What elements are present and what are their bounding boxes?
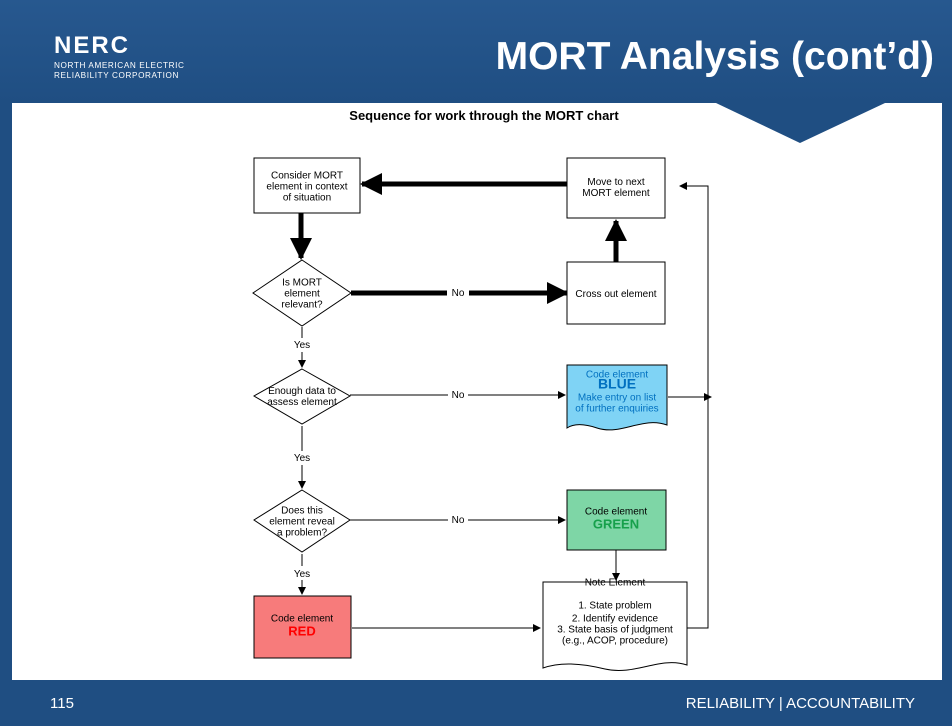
logo-mark: NERC [54,32,131,59]
text-line: of further enquiries [575,404,658,415]
text-line: 2. Identify evidence [572,614,659,625]
text-line: MORT element [582,188,650,199]
logo-subtitle-line1: NORTH AMERICAN ELECTRIC [54,61,185,70]
slide-number: 115 [50,695,74,712]
label-no-enough: No [452,390,465,401]
node-cross-out-element [566,261,666,325]
text-line: 3. State basis of judgment [557,625,673,636]
text-line: Code element [585,507,647,518]
text-line: of situation [283,193,331,204]
slide-title: MORT Analysis (cont’d) [495,35,934,78]
text-line: Code element [586,370,648,381]
node-consider-mort-element [253,157,361,214]
diagram-title: Sequence for work through the MORT chart [349,108,619,123]
text-line: a problem? [277,528,327,539]
node-code-blue [566,364,668,431]
text-line: GREEN [593,517,639,532]
text-line: Is MORT [282,278,322,289]
label-no-relevant: No [452,288,465,299]
text-line: element [284,289,320,300]
header-pointer [716,103,885,143]
text-line: 1. State problem [578,601,651,612]
loop-back-line [679,182,709,629]
node-code-red [253,595,352,659]
node-note-element [542,581,688,671]
label-yes-reveal: Yes [294,569,310,580]
node-code-green [566,489,667,551]
text-line: RED [288,624,315,639]
text-line: Note Element [585,578,646,589]
text-line: assess element [267,397,337,408]
decision-enough-data [252,368,352,425]
slide-footer: 115 RELIABILITY | ACCOUNTABILITY [0,680,952,726]
footer-tagline: RELIABILITY | ACCOUNTABILITY [685,695,915,712]
node-note-text: Note Element 1. State problem 2. Identify … [557,578,673,647]
label-yes-relevant: Yes [294,340,310,351]
text-line: relevant? [281,300,323,311]
text-line: Make entry on list [578,393,657,404]
decision-is-relevant [252,259,352,327]
logo-subtitle-line2: RELIABILITY CORPORATION [54,70,179,80]
text-line: element reveal [269,517,335,528]
decision-reveal-problem [253,489,351,553]
node-cross-out-text: Cross out element [575,289,656,300]
label-no-reveal: No [452,515,465,526]
text-line: (e.g., ACOP, procedure) [562,636,668,647]
node-move-to-next-element [566,157,666,219]
slide-header: NERC NORTH AMERICAN ELECTRIC RELIABILITY… [0,0,952,103]
label-yes-enough: Yes [294,453,310,464]
text-line: BLUE [598,376,636,392]
text-line: Does this [281,506,323,517]
text-line: Consider MORT [271,171,343,182]
text-line: Code element [271,614,333,625]
nerc-logo: NERC NORTH AMERICAN ELECTRIC RELIABILITY… [54,34,185,80]
text-line: Move to next [587,177,644,188]
text-line: element in context [266,182,347,193]
text-line: Enough data to [268,386,336,397]
mort-flowchart: Sequence for work through the MORT chart… [252,108,712,671]
